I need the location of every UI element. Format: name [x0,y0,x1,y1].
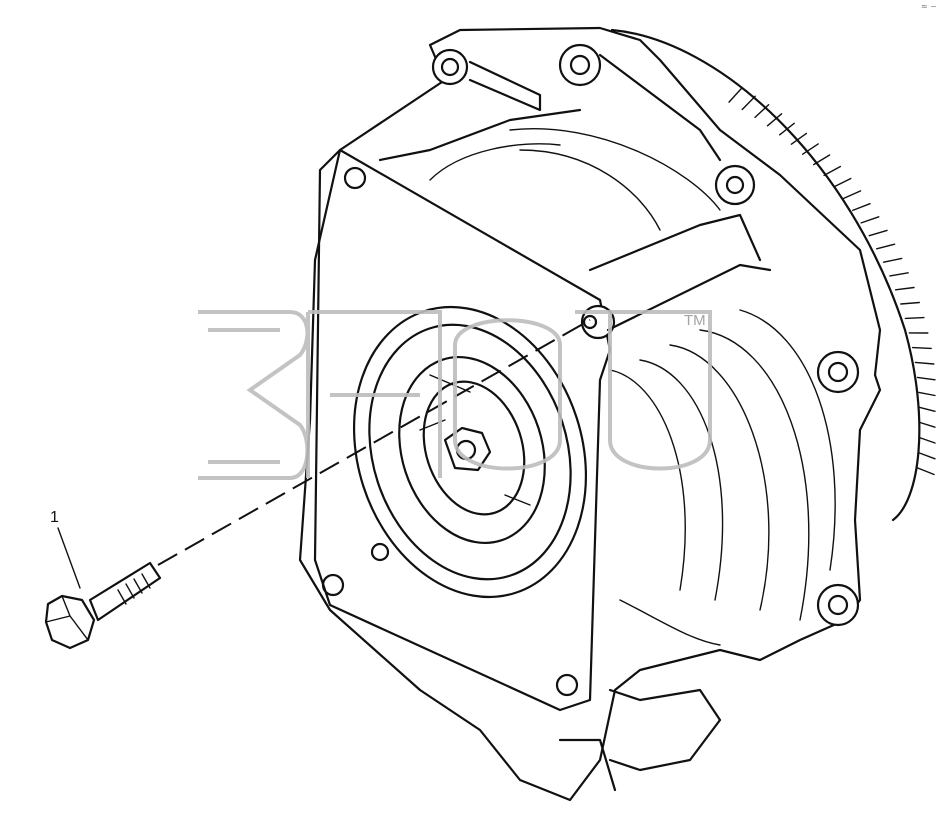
gear-tooth [919,421,936,428]
bolt [44,561,162,650]
watermark-logo: TM [198,310,712,480]
housing [298,26,882,802]
callout-leader [57,527,81,589]
gear-tooth [860,216,880,224]
gear-tooth [876,243,896,250]
gear-tooth [882,257,903,263]
gear-tooth [843,190,862,200]
gear-tooth [779,122,795,136]
gear-tooth [916,376,936,381]
pulley [352,305,588,599]
gear-tooth [904,316,925,320]
gear-tooth [833,177,852,188]
gear-tooth [852,202,871,212]
gear-tooth [790,132,808,145]
gear-tooth [823,165,842,177]
gear-tooth [868,229,888,237]
gear-tooth [813,154,831,166]
gear-tooth [766,113,783,127]
gear-teeth [728,87,936,476]
corner-mark: ≈ ~ [921,2,937,11]
gear-tooth [918,436,936,444]
gear-tooth [754,103,770,119]
assembly-line [157,319,591,566]
watermark-trademark: TM [684,312,706,329]
callout-label-1: 1 [50,509,59,526]
gear-tooth [914,361,935,365]
gear-tooth [900,301,920,305]
gear-tooth [918,391,936,397]
gear-tooth [911,346,932,350]
gear-tooth [728,87,743,103]
gear-tooth [916,466,935,476]
ring-gear [610,28,936,522]
gear-tooth [802,143,819,155]
bolt-head [44,594,96,650]
gear-tooth [894,286,915,291]
gear-tooth [889,272,909,277]
gear-tooth [919,406,936,412]
gear-tooth [917,451,936,460]
gear-tooth [741,95,756,111]
